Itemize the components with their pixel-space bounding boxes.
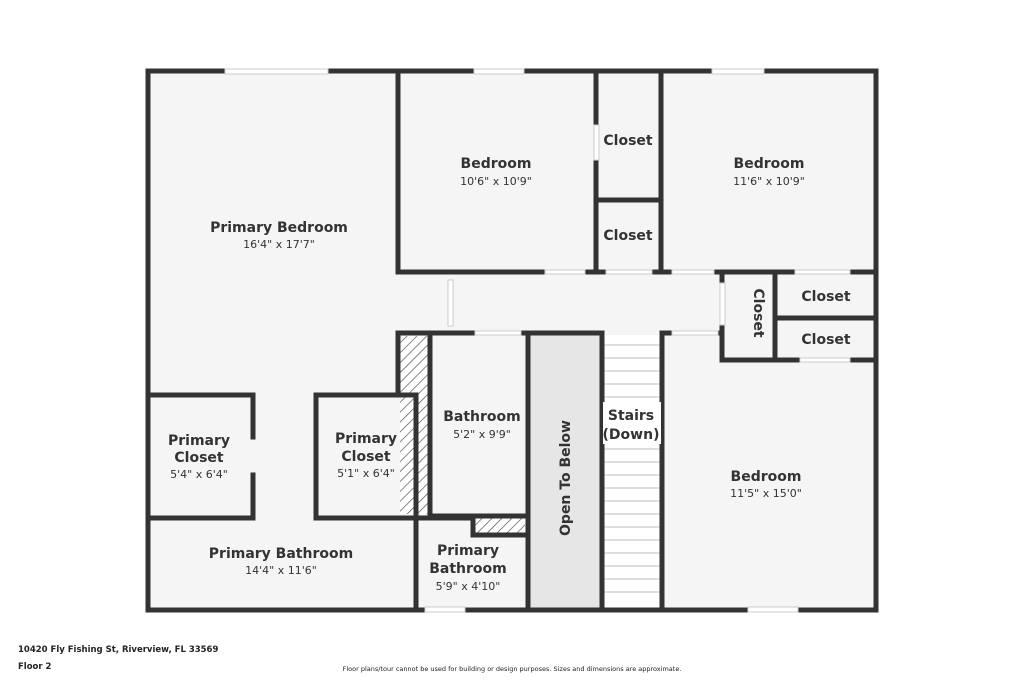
disclaimer-text: Floor plans/tour cannot be used for buil…	[342, 665, 682, 673]
floor-label: Floor 2	[18, 662, 52, 672]
room-name-closet-3: Closet	[750, 288, 766, 338]
room-name-primary-bathroom-2-line2: Bathroom	[429, 561, 507, 577]
room-name-primary-closet-2-line2: Closet	[341, 449, 391, 465]
room-dim-primary-closet-2: 5'1" x 6'4"	[337, 467, 395, 480]
room-name-closet-5: Closet	[801, 332, 851, 348]
room-name-primary-closet-1-line2: Closet	[174, 450, 224, 466]
room-name-primary-bathroom-1: Primary Bathroom	[209, 546, 353, 562]
room-dim-primary-bedroom: 16'4" x 17'7"	[243, 238, 315, 251]
stairs-treads	[604, 335, 660, 608]
room-name-bathroom: Bathroom	[443, 409, 521, 425]
room-name-closet-1: Closet	[603, 133, 653, 149]
room-dim-primary-closet-1: 5'4" x 6'4"	[170, 468, 228, 481]
room-name-open-to-below: Open To Below	[558, 420, 574, 536]
room-name-bedroom-3: Bedroom	[731, 469, 802, 485]
windows	[224, 68, 851, 613]
room-name-stairs: Stairs	[608, 408, 654, 424]
room-name-stairs-line2: (Down)	[603, 427, 660, 443]
hatched-chase	[475, 518, 525, 533]
stairs-label-bg	[603, 402, 661, 444]
room-dim-bedroom-2: 11'6" x 10'9"	[733, 175, 805, 188]
room-name-primary-closet-1: Primary	[168, 433, 230, 449]
address-text: 10420 Fly Fishing St, Riverview, FL 3356…	[18, 645, 219, 655]
room-dim-bathroom: 5'2" x 9'9"	[453, 428, 511, 441]
room-dim-bedroom-3: 11'5" x 15'0"	[730, 487, 802, 500]
room-name-primary-closet-2: Primary	[335, 431, 397, 447]
open-to-below-area	[530, 335, 602, 608]
room-name-bedroom-1: Bedroom	[461, 156, 532, 172]
room-dim-bedroom-1: 10'6" x 10'9"	[460, 175, 532, 188]
room-name-primary-bedroom: Primary Bedroom	[210, 220, 348, 236]
room-name-closet-4: Closet	[801, 289, 851, 305]
room-name-primary-bathroom-2: Primary	[437, 543, 499, 559]
room-name-bedroom-2: Bedroom	[734, 156, 805, 172]
room-name-closet-2: Closet	[603, 228, 653, 244]
room-dim-primary-bathroom-2: 5'9" x 4'10"	[436, 580, 501, 593]
room-dim-primary-bathroom-1: 14'4" x 11'6"	[245, 564, 317, 577]
